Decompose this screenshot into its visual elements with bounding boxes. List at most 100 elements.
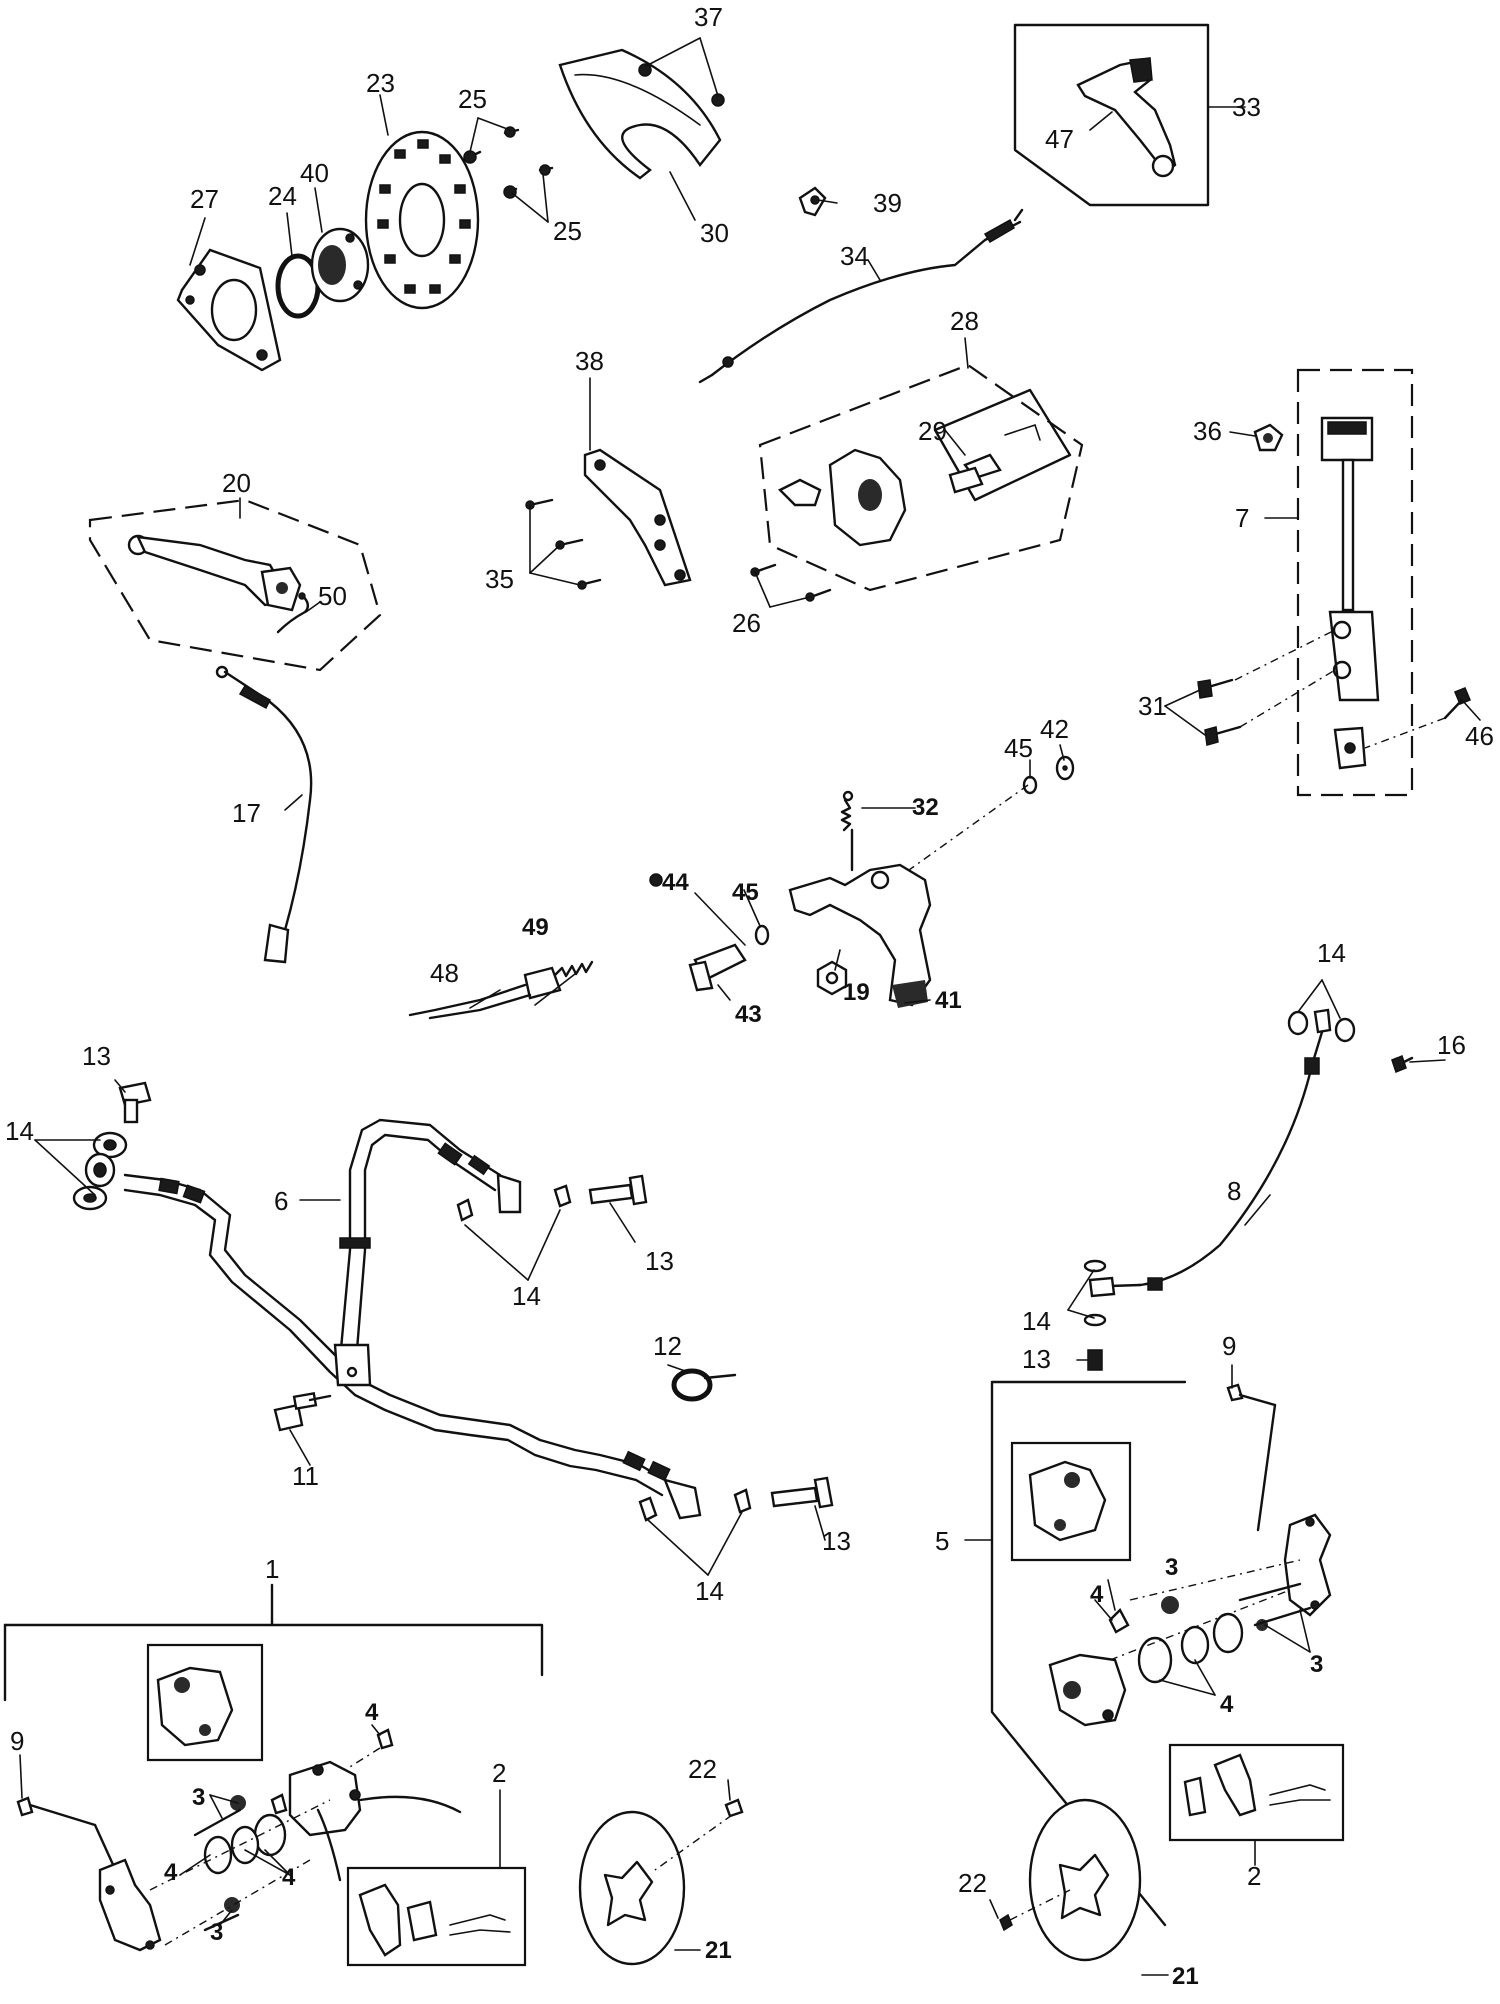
label-24: 24 <box>268 181 297 211</box>
part-28-parking-caliper <box>777 448 907 547</box>
part-20-lever-kit-outline <box>88 498 382 672</box>
caliper-5-body <box>1048 1559 1312 1727</box>
label-42: 42 <box>1040 714 1069 744</box>
label-29: 29 <box>918 416 947 446</box>
part-45-washer-top <box>1022 775 1038 795</box>
label-32: 32 <box>912 794 939 821</box>
label-30: 30 <box>700 218 729 248</box>
part-9-bolt-right <box>1226 1383 1277 1532</box>
caliper-1-mounting-bracket <box>98 1858 162 1952</box>
label-14-right-center: 14 <box>695 1576 724 1606</box>
part-48-brake-switch <box>408 966 562 1020</box>
part-26-bolts <box>750 563 832 602</box>
part-29-pad-kit-box <box>933 388 1072 502</box>
caliper-1-inset <box>146 1643 264 1762</box>
label-34: 34 <box>840 241 869 271</box>
label-9-right: 9 <box>1222 1331 1236 1361</box>
part-43-pivot-bolt <box>688 943 747 992</box>
label-44: 44 <box>662 869 689 896</box>
part-36-cap <box>1253 423 1284 452</box>
part-14-washers-left <box>72 1131 128 1211</box>
part-28-parking-caliper-kit-outline <box>758 363 1084 592</box>
label-39: 39 <box>873 188 902 218</box>
part-32-spring <box>840 790 854 872</box>
label-47: 47 <box>1045 124 1074 154</box>
part-8-rear-brake-hose <box>1088 1008 1332 1298</box>
part-46-bolt <box>1364 687 1471 749</box>
label-46: 46 <box>1465 721 1494 751</box>
label-13-right-center: 13 <box>822 1526 851 1556</box>
label-9-left: 9 <box>10 1726 24 1756</box>
label-33: 33 <box>1232 92 1261 122</box>
label-45-top: 45 <box>1004 733 1033 763</box>
part-22-screw-right <box>999 1913 1013 1932</box>
label-4-left-top: 4 <box>365 1699 379 1726</box>
label-16: 16 <box>1437 1030 1466 1060</box>
part-13-banjo-bolt-left <box>118 1081 152 1124</box>
part-42-washer <box>1055 755 1075 781</box>
label-4-left-center: 4 <box>282 1864 296 1891</box>
label-13-top-left: 13 <box>82 1041 111 1071</box>
part-1-front-caliper-bracket <box>3 1583 544 1702</box>
leader-lines <box>19 37 1481 1976</box>
label-12: 12 <box>653 1331 682 1361</box>
part-41-brake-pedal <box>788 784 1029 1008</box>
pad-kit-2-right-box <box>1168 1743 1345 1842</box>
part-20-front-brake-lever <box>127 534 302 612</box>
label-35: 35 <box>485 564 514 594</box>
label-7: 7 <box>1235 503 1249 533</box>
label-25-bottom: 25 <box>553 216 582 246</box>
label-1: 1 <box>265 1554 279 1584</box>
label-21-left: 21 <box>705 1937 732 1964</box>
part-19-nut <box>816 960 848 996</box>
part-7-master-cylinder-box <box>1296 368 1414 797</box>
part-21-disc-right <box>1009 1798 1142 1962</box>
label-5: 5 <box>935 1526 949 1556</box>
label-21-right: 21 <box>1172 1963 1199 1990</box>
label-14-top-right: 14 <box>1317 938 1346 968</box>
part-27-adaptor-plate <box>176 248 282 372</box>
part-44-grease-nipple <box>649 873 663 887</box>
label-8: 8 <box>1227 1176 1241 1206</box>
label-43: 43 <box>735 1001 762 1028</box>
label-2-left: 2 <box>492 1758 506 1788</box>
label-2-right: 2 <box>1247 1861 1261 1891</box>
part-23-brake-disc <box>364 130 480 310</box>
part-45-washer-bottom <box>754 924 770 946</box>
label-22-left: 22 <box>688 1754 717 1784</box>
part-11-bolt <box>273 1391 332 1432</box>
label-13-mid: 13 <box>645 1246 674 1276</box>
label-3-left-bottom: 3 <box>210 1919 223 1946</box>
label-3-right-top: 3 <box>1165 1554 1178 1581</box>
label-40: 40 <box>300 158 329 188</box>
part-22-screw-left <box>724 1798 744 1818</box>
part-38-caliper-bracket <box>583 448 692 587</box>
part-35-bolts <box>525 498 602 590</box>
label-11: 11 <box>292 1461 319 1491</box>
label-4-left: 4 <box>164 1859 178 1886</box>
part-9-bolt-left <box>16 1796 122 1882</box>
label-14-left: 14 <box>5 1116 34 1146</box>
caliper-5-inset <box>1010 1441 1132 1562</box>
label-45-bottom: 45 <box>732 879 759 906</box>
label-17: 17 <box>232 798 261 828</box>
part-7-master-cylinder <box>1320 416 1380 770</box>
part-49-spring <box>553 960 594 978</box>
part-14-washers-right-center <box>638 1488 752 1522</box>
label-20: 20 <box>222 468 251 498</box>
label-41: 41 <box>935 987 962 1014</box>
label-36: 36 <box>1193 416 1222 446</box>
label-25-top: 25 <box>458 84 487 114</box>
label-13-right: 13 <box>1022 1344 1051 1374</box>
label-14-right: 14 <box>1022 1306 1051 1336</box>
part-47-parking-lever <box>1076 57 1177 178</box>
label-50: 50 <box>318 581 347 611</box>
label-28: 28 <box>950 306 979 336</box>
label-3-right: 3 <box>1310 1651 1323 1678</box>
label-19: 19 <box>843 979 870 1006</box>
pad-kit-2-left-box <box>316 1808 527 1967</box>
part-40-hub <box>310 227 370 303</box>
part-33-lever-kit-box <box>1013 23 1210 207</box>
part-50-switch <box>276 592 310 634</box>
